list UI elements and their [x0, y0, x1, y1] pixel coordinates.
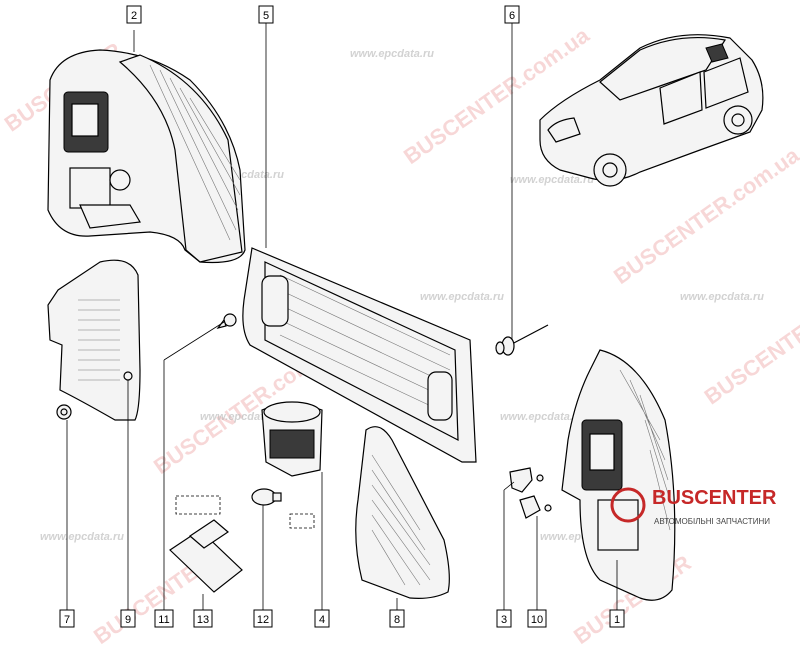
callout-13: 13: [193, 609, 213, 628]
logo-tagline: АВТОМОБІЛЬНІ ЗАПЧАСТИНИ: [654, 517, 770, 526]
watermark-buscenter: BUSCENTER: [700, 310, 800, 409]
callout-12: 12: [253, 609, 273, 628]
part-2-left-tail-light: [47, 49, 246, 264]
buscenter-logo: BUSCENTER АВТОМОБІЛЬНІ ЗАПЧАСТИНИ: [610, 487, 777, 526]
watermark-epcdata: www.epcdata.ru: [680, 291, 764, 303]
callout-label: 11: [158, 614, 169, 626]
callout-1: 1: [609, 609, 625, 628]
part-10-fastener: [519, 495, 552, 519]
watermark-epcdata: www.epcdata.ru: [510, 174, 594, 186]
callout-11: 11: [154, 609, 174, 628]
watermark-epcdata: www.epcdata.ru: [420, 291, 504, 303]
callout-label: 13: [197, 614, 209, 626]
callout-10: 10: [527, 609, 547, 628]
callout-label: 1: [614, 614, 620, 626]
logo-ring-icon: [610, 487, 646, 523]
callout-4: 4: [314, 609, 330, 628]
callout-label: 12: [257, 614, 269, 626]
callout-label: 2: [131, 10, 137, 22]
callout-5: 5: [258, 5, 274, 24]
callout-2: 2: [126, 5, 142, 24]
callout-label: 4: [319, 614, 325, 626]
leader-lines: [66, 22, 618, 610]
part-13-connector: [169, 519, 243, 593]
part-3-fastener: [509, 467, 544, 493]
callout-label: 9: [125, 614, 131, 626]
callout-label: 3: [501, 614, 507, 626]
watermark-epcdata: www.epcdata.ru: [40, 531, 124, 543]
callout-label: 5: [263, 10, 269, 22]
part-9-left-trim-panel: [47, 259, 141, 421]
callout-8: 8: [389, 609, 405, 628]
part-8-right-trim-panel: [355, 426, 450, 599]
watermark-epcdata: www.epcdata.ru: [500, 411, 584, 423]
part-1-right-tail-light: [561, 349, 676, 601]
logo-name: BUSCENTER: [652, 487, 777, 509]
part-4-lamp-holder: [261, 401, 323, 477]
car-reference-illustration: [539, 34, 764, 187]
part-6-screw: [495, 324, 549, 356]
callout-label: 7: [64, 614, 70, 626]
callout-3: 3: [496, 609, 512, 628]
part-12-bulb: [175, 488, 315, 529]
callout-6: 6: [504, 5, 520, 24]
callout-7: 7: [59, 609, 75, 628]
callout-9: 9: [120, 609, 136, 628]
part-11-push-clip: [216, 313, 237, 329]
part-7-clip: [56, 404, 72, 420]
callout-label: 10: [531, 614, 543, 626]
part-5-rear-panel: [242, 247, 477, 463]
callout-label: 6: [509, 10, 515, 22]
watermark-epcdata: www.epcdata.ru: [350, 48, 434, 60]
callout-label: 8: [394, 614, 400, 626]
